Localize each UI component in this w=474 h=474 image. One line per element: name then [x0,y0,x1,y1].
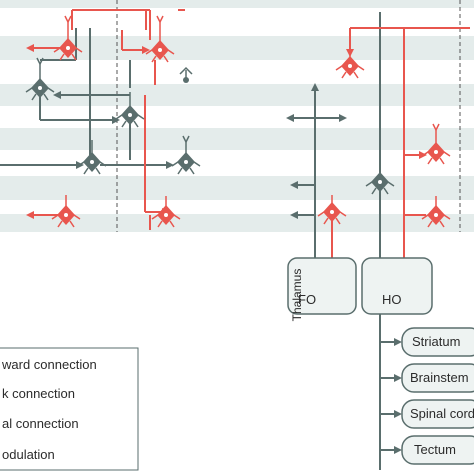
neuron-red-left-upper-2 [145,15,175,63]
target-label-striatum: Striatum [412,334,461,349]
neuron-gray-left-3 [77,140,107,175]
target-box-striatum [401,327,474,357]
neuron-gray-left-5 [179,66,193,83]
target-box-tectum [401,435,474,465]
neuron-gray-left-4 [171,135,201,175]
target-box-spinal-cord [401,399,474,429]
fo-nucleus-box [287,257,357,315]
target-box-brainstem [401,363,474,393]
neuron-gray-left-1 [25,57,55,101]
neuron-gray-left-2 [115,92,145,128]
legend-feedforward-label: ward connection [2,357,97,372]
fo-nucleus-label: FO [298,292,317,307]
neuron-red-right-2 [421,123,451,165]
target-label-spinal-cord: Spinal cord [410,406,474,421]
neuron-red-right-4 [421,196,451,228]
legend-feedback-label: k connection [2,386,75,401]
neuron-red-left-lower [51,195,81,228]
legend-modulation-label: odulation [2,447,55,462]
ho-nucleus-box [361,257,433,315]
target-label-tectum: Tectum [414,442,456,457]
neuron-red-right-1 [335,46,365,79]
feedback-pathways-right [286,12,402,470]
neuron-red-right-3 [317,195,347,225]
target-label-brainstem: Brainstem [410,370,469,385]
neuron-gray-right-1 [365,162,395,195]
legend-box [0,347,139,471]
neuron-red-left-upper [53,15,83,61]
ho-nucleus-label: HO [382,292,402,307]
legend-lateral-label: al connection [2,416,79,431]
cortical-layers [0,0,474,232]
neuron-red-left-lower-2 [151,196,181,228]
